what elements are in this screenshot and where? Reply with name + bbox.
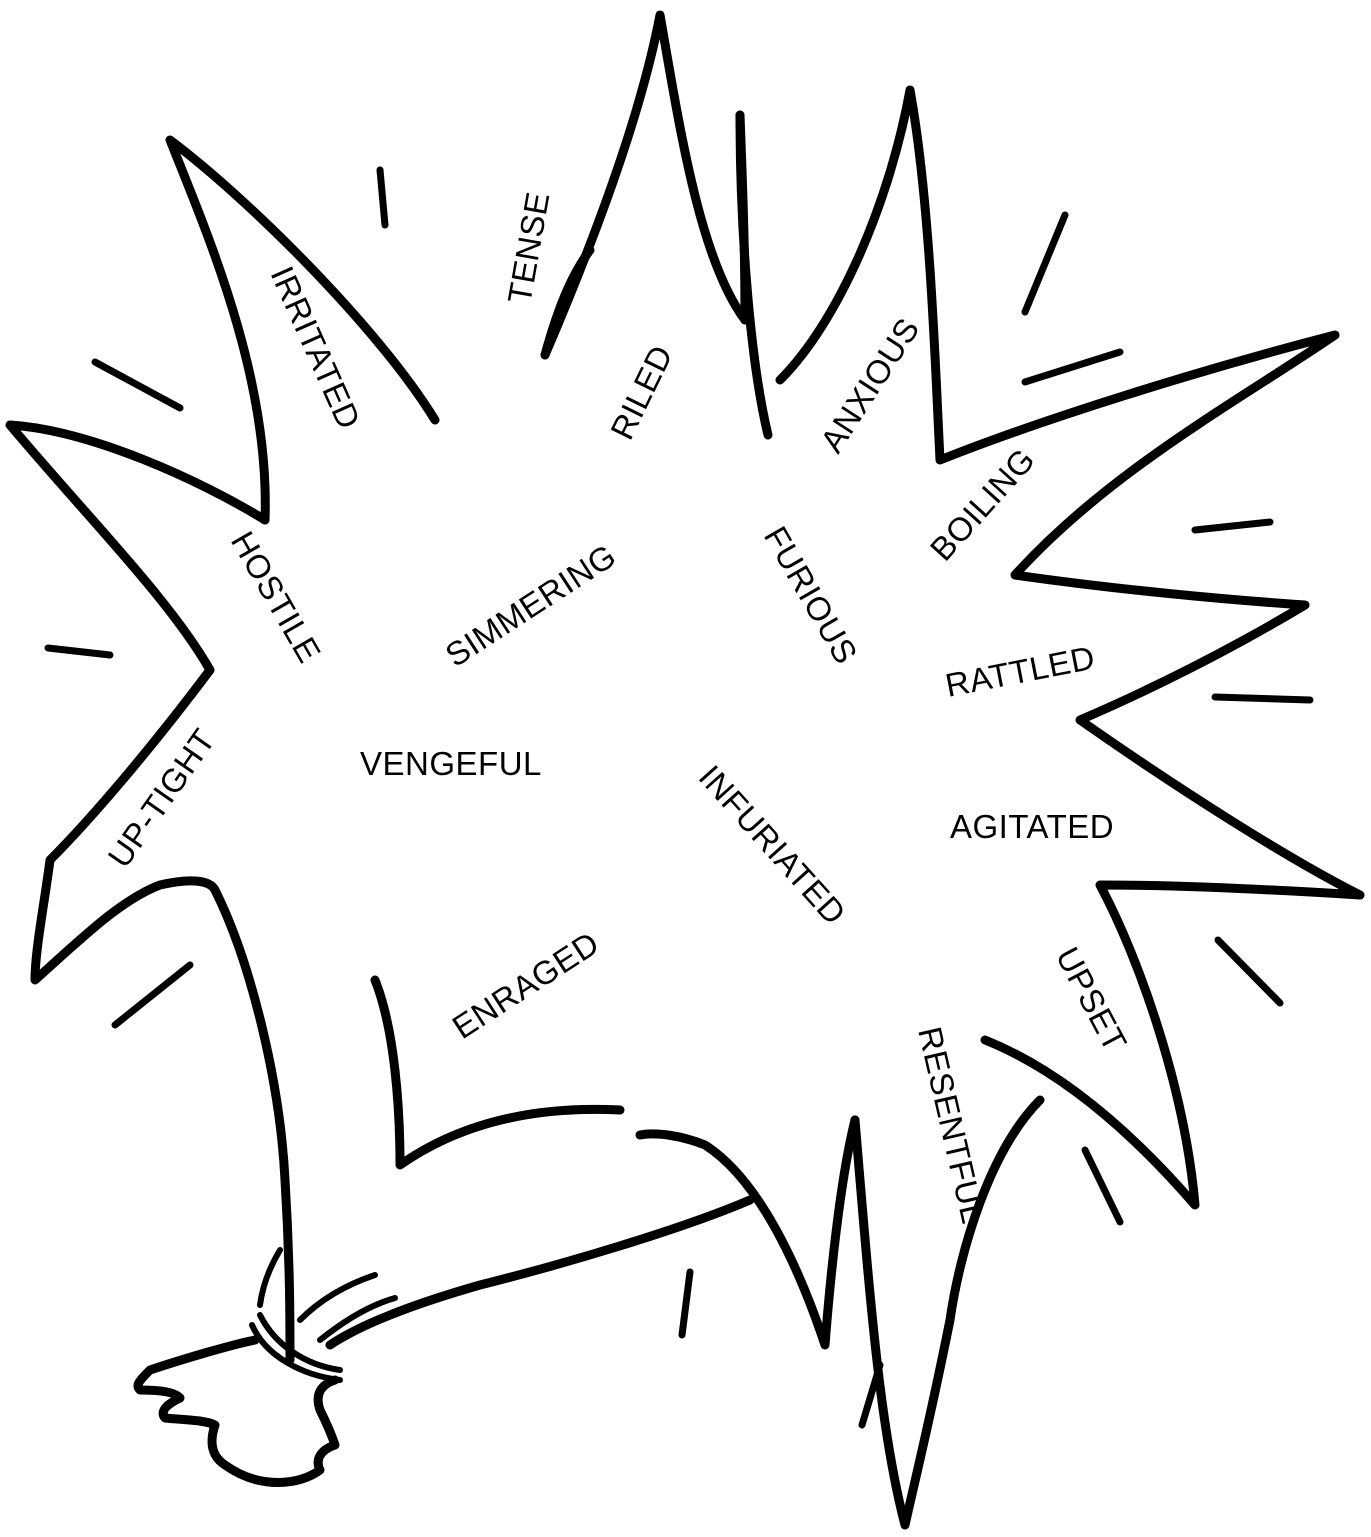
motion-lines [48,170,1310,1425]
word-enraged: ENRAGED [446,924,606,1046]
motion-line [1215,697,1310,700]
motion-line [1195,522,1270,530]
word-rattled: RATTLED [942,639,1098,704]
word-vengeful: VENGEFUL [360,745,542,782]
motion-line [1218,940,1280,1003]
motion-line [1025,215,1065,312]
spike-top-center [545,15,745,355]
word-riled: RILED [603,339,680,445]
word-hostile: HOSTILE [224,525,328,669]
word-irritated: IRRITATED [264,261,368,435]
balloon-neck-left [215,890,290,1360]
emotion-words: TENSE IRRITATED RILED ANXIOUS BOILING HO… [100,189,1134,1227]
spike-riled [740,115,768,435]
word-up-tight: UP-TIGHT [100,722,222,874]
word-furious: FURIOUS [757,520,865,670]
motion-line [380,170,385,225]
balloon-tie-string-1 [260,1250,280,1305]
motion-line [682,1272,690,1335]
word-upset: UPSET [1049,941,1134,1058]
word-anxious: ANXIOUS [813,311,927,459]
spike-left [10,425,265,980]
motion-line [1085,1150,1120,1222]
word-simmering: SIMMERING [439,537,623,674]
word-tense: TENSE [500,189,556,306]
motion-line [1025,352,1120,382]
motion-line [95,362,180,408]
motion-line [115,965,190,1025]
word-resentful: RESENTFUL [911,1023,992,1227]
word-agitated: AGITATED [950,808,1114,845]
motion-line [48,648,110,655]
word-infuriated: INFURIATED [692,758,854,932]
